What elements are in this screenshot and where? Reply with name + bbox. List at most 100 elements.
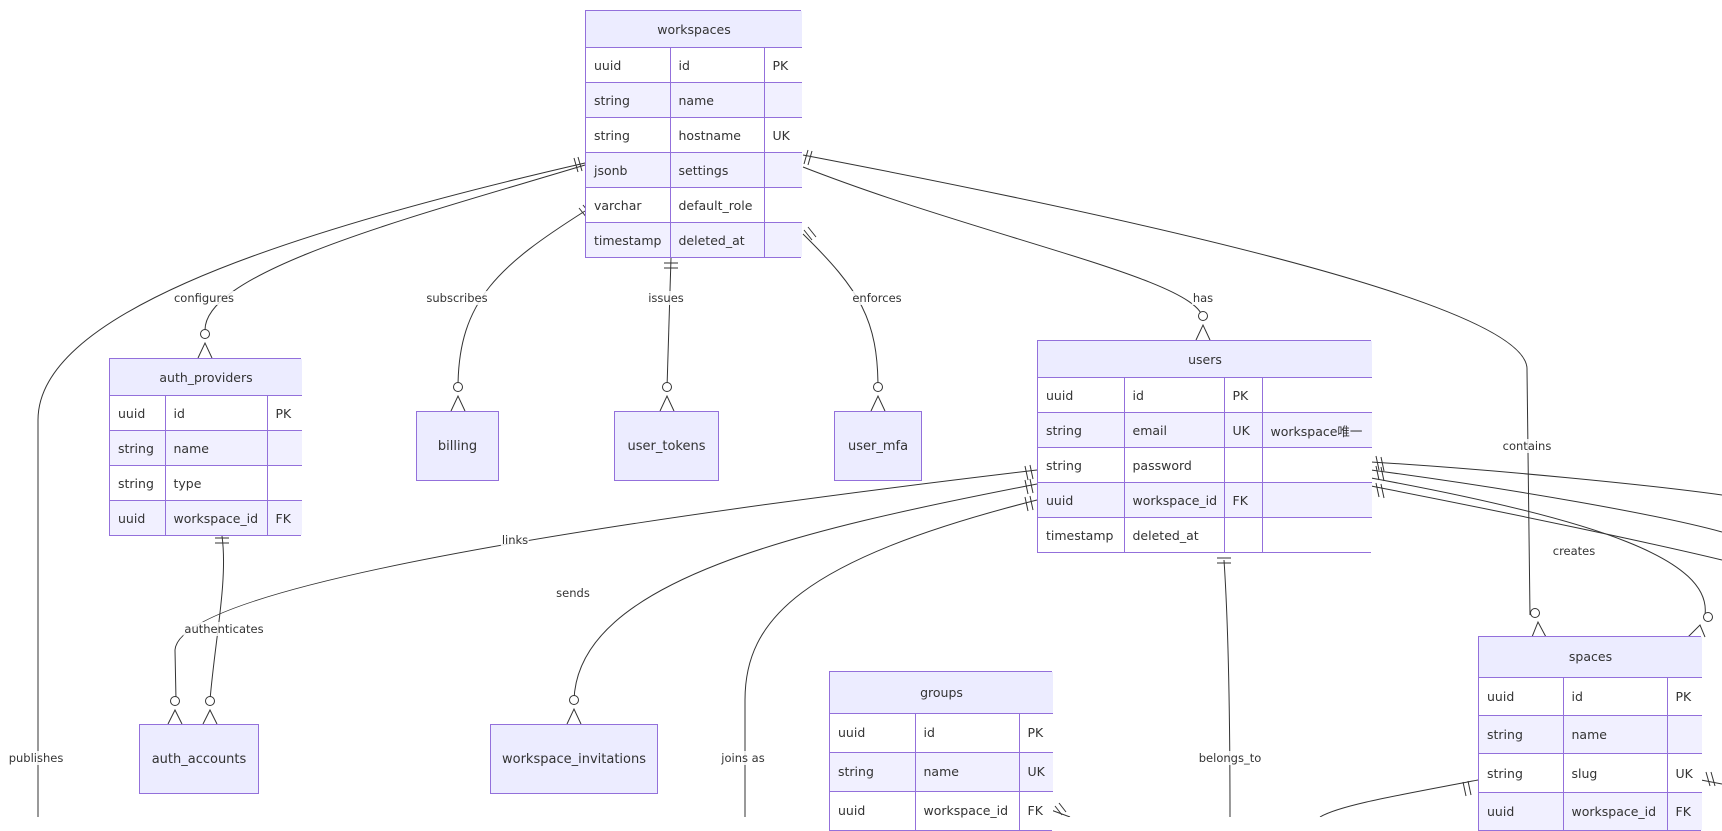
edge-issues bbox=[666, 257, 672, 389]
attr-type: string bbox=[586, 117, 671, 154]
attr-key: PK bbox=[763, 47, 803, 84]
attr-key: PK bbox=[1223, 377, 1263, 414]
entity-title: users bbox=[1038, 341, 1373, 379]
attr-name: id bbox=[669, 47, 765, 84]
attr-type: string bbox=[1038, 412, 1125, 449]
attr-key bbox=[1666, 715, 1702, 755]
attr-key: FK bbox=[266, 500, 302, 535]
edge-subscribes bbox=[457, 210, 586, 389]
attr-comment bbox=[1261, 447, 1373, 484]
edge-publishes bbox=[37, 162, 586, 817]
attr-comment bbox=[1261, 377, 1373, 414]
label-enforces: enforces bbox=[851, 291, 903, 305]
attr-name: name bbox=[669, 82, 765, 119]
label-joins-as: joins as bbox=[720, 751, 766, 765]
attr-key: FK bbox=[1018, 790, 1054, 830]
attr-name: type bbox=[164, 465, 268, 502]
attr-name: id bbox=[1123, 377, 1225, 414]
label-belongs-to: belongs_to bbox=[1197, 751, 1263, 765]
attr-key bbox=[266, 465, 302, 502]
attr-name: id bbox=[914, 712, 1020, 753]
edge-configures bbox=[204, 164, 586, 331]
edge-joins-as bbox=[744, 499, 1038, 817]
attr-type: uuid bbox=[830, 712, 916, 753]
attr-name: workspace_id bbox=[164, 500, 268, 535]
attr-name: default_role bbox=[669, 187, 765, 224]
attr-comment: workspace唯一 bbox=[1261, 412, 1373, 449]
label-publishes: publishes bbox=[7, 751, 65, 765]
edge-belongs-to bbox=[1223, 559, 1231, 817]
entity-title: user_tokens bbox=[627, 438, 706, 454]
attr-key bbox=[266, 430, 302, 467]
label-issues: issues bbox=[647, 291, 685, 305]
label-sends: sends bbox=[555, 586, 591, 600]
label-creates: creates bbox=[1551, 544, 1597, 558]
attr-name: deleted_at bbox=[1123, 517, 1225, 552]
attr-key: PK bbox=[266, 395, 302, 432]
attr-key: UK bbox=[1223, 412, 1263, 449]
attr-name: settings bbox=[669, 152, 765, 189]
entity-title: groups bbox=[830, 672, 1054, 714]
attr-type: string bbox=[830, 751, 916, 792]
edge-creates bbox=[1370, 477, 1706, 616]
edge-sends bbox=[573, 483, 1038, 701]
attr-name: workspace_id bbox=[1562, 791, 1668, 830]
entity-user-tokens[interactable]: user_tokens bbox=[614, 411, 719, 481]
edge-links bbox=[174, 469, 1038, 701]
edge-spaces-bottom bbox=[1319, 779, 1479, 817]
attr-type: uuid bbox=[586, 47, 671, 84]
entity-title: workspaces bbox=[586, 11, 803, 49]
attr-key: UK bbox=[1018, 751, 1054, 792]
attr-comment bbox=[1261, 482, 1373, 519]
attr-key: PK bbox=[1018, 712, 1054, 753]
entity-title: auth_accounts bbox=[151, 751, 247, 767]
label-has: has bbox=[1191, 291, 1215, 305]
attr-name: id bbox=[164, 395, 268, 432]
attr-name: name bbox=[1562, 715, 1668, 755]
entity-title: workspace_invitations bbox=[502, 751, 646, 767]
label-subscribes: subscribes bbox=[425, 291, 489, 305]
attr-type: timestamp bbox=[1038, 517, 1125, 552]
attr-type: varchar bbox=[586, 187, 671, 224]
attr-key: FK bbox=[1223, 482, 1263, 519]
attr-type: timestamp bbox=[586, 222, 671, 257]
attr-key bbox=[763, 222, 803, 257]
edge-spaces-right bbox=[1700, 779, 1722, 785]
edge-users-right-1 bbox=[1370, 461, 1722, 496]
attr-name: workspace_id bbox=[1123, 482, 1225, 519]
entity-title: auth_providers bbox=[110, 359, 302, 397]
label-links: links bbox=[500, 533, 530, 547]
attr-key bbox=[1223, 517, 1263, 552]
attr-type: uuid bbox=[1479, 791, 1564, 830]
entity-title: billing bbox=[437, 438, 478, 454]
attr-type: uuid bbox=[110, 395, 166, 432]
attr-type: uuid bbox=[110, 500, 166, 535]
attr-type: uuid bbox=[1038, 377, 1125, 414]
attr-name: name bbox=[914, 751, 1020, 792]
label-authenticates: authenticates bbox=[183, 622, 265, 636]
attr-key: UK bbox=[763, 117, 803, 154]
edge-authenticates bbox=[209, 535, 225, 701]
attr-name: slug bbox=[1562, 753, 1668, 793]
entity-billing[interactable]: billing bbox=[416, 411, 499, 481]
attr-type: uuid bbox=[830, 790, 916, 830]
attr-type: string bbox=[1038, 447, 1125, 484]
attr-name: name bbox=[164, 430, 268, 467]
entity-workspace-invitations[interactable]: workspace_invitations bbox=[490, 724, 658, 794]
attr-key bbox=[763, 82, 803, 119]
entity-user-mfa[interactable]: user_mfa bbox=[834, 411, 922, 481]
attr-key bbox=[1223, 447, 1263, 484]
entity-title: spaces bbox=[1479, 637, 1702, 678]
attr-name: workspace_id bbox=[914, 790, 1020, 830]
attr-type: string bbox=[110, 430, 166, 467]
entity-auth-accounts[interactable]: auth_accounts bbox=[139, 724, 259, 794]
edge-users-right-2 bbox=[1370, 469, 1722, 533]
edge-has bbox=[802, 166, 1204, 321]
label-configures: configures bbox=[172, 291, 236, 305]
attr-name: email bbox=[1123, 412, 1225, 449]
